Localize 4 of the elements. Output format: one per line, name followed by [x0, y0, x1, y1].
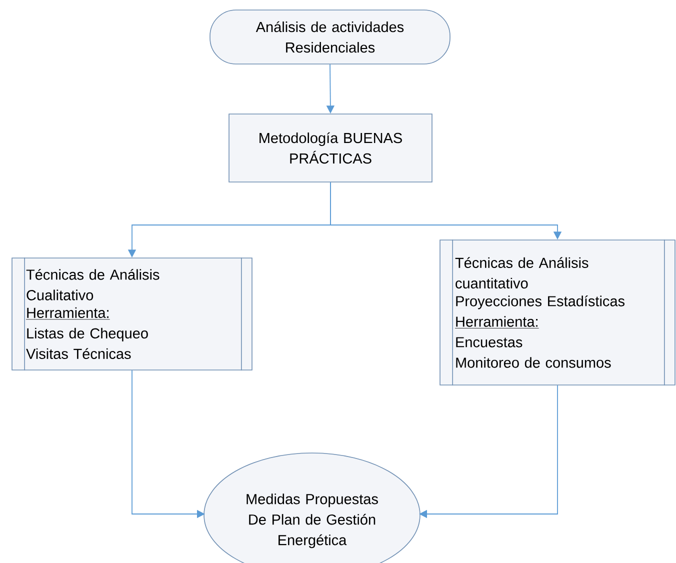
predefined-process-box: Técnicas de Análisis cuantitativo Proyecciones Estadísticas Herramienta: Encuestas Monitoreo de consumos	[440, 239, 676, 386]
predefined-process-box: Técnicas de Análisis Cualitativo Herramienta: Listas de Chequeo Visitas Técnicas	[12, 257, 252, 371]
terminator-box: Análisis de actividades Residenciales	[210, 10, 450, 64]
process-box: Metodología BUENAS PRÁCTICAS	[228, 114, 432, 182]
